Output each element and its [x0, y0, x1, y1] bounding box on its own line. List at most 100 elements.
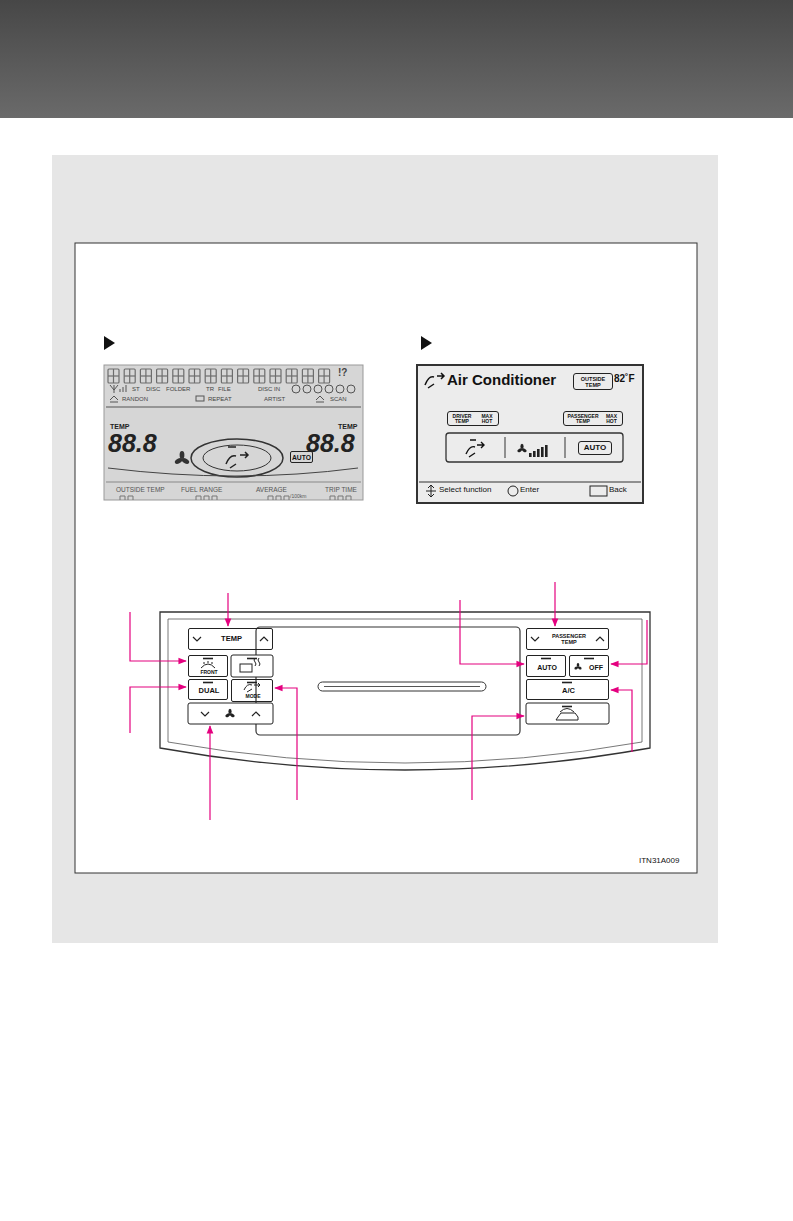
segment-digit [254, 369, 265, 383]
lcd-text: OUTSIDE TEMP [116, 486, 165, 493]
leader-arrow [275, 688, 297, 800]
control-bezel [160, 612, 650, 770]
back-icon [590, 486, 607, 496]
small-digit [338, 496, 343, 500]
fan-blade [174, 457, 183, 465]
segment-bar [259, 369, 260, 383]
lcd-text: DISC IN [258, 386, 280, 393]
mode-icon [466, 440, 484, 457]
fan-level-bar [533, 451, 536, 457]
indicator-lamp [203, 658, 213, 660]
indicator-lamp [584, 658, 594, 660]
button-label: TEMP [209, 635, 254, 643]
button-label: PASSENGER TEMP [549, 633, 589, 645]
lcd-text: /100km [290, 494, 306, 500]
screen-text: Select function [439, 486, 491, 495]
display-window [256, 627, 520, 735]
curved-divider [108, 468, 358, 476]
small-digit [212, 496, 217, 500]
segment-bar [307, 369, 308, 383]
mode-ring-inner [203, 445, 271, 471]
fan-blade [574, 666, 579, 670]
function-bar [446, 433, 623, 462]
disc-icon [314, 385, 322, 393]
fan-icon [225, 709, 236, 718]
segment-digit [140, 369, 151, 383]
fan-blade [577, 666, 582, 670]
control-button: PASSENGER TEMPMAX HOT [563, 411, 623, 426]
leader-arrow [611, 620, 647, 664]
function-divider [565, 437, 566, 458]
status-divider [419, 481, 641, 482]
fan-blade [180, 451, 185, 459]
segment-digit [108, 369, 119, 383]
button-label: OUTSIDE TEMP [575, 376, 611, 388]
control-button: AUTO [526, 655, 566, 677]
fan-icon [174, 451, 190, 465]
fan-blade [181, 457, 190, 465]
signal-icon [110, 385, 126, 393]
small-digit [268, 496, 273, 500]
fan-blade [521, 448, 527, 453]
small-segment-row [120, 496, 351, 500]
divider-line [106, 482, 361, 483]
disc-icon [325, 385, 333, 393]
leader-arrow [611, 690, 632, 752]
disc-icon [347, 385, 355, 393]
lcd-text: 88.8 [306, 430, 355, 458]
control-button: OUTSIDE TEMP [573, 373, 613, 390]
slot-line [324, 686, 480, 687]
screen-text: Back [609, 486, 627, 495]
button-label: MODE [234, 694, 272, 700]
fan-icon [574, 663, 582, 670]
control-button: MODE [231, 679, 273, 702]
fan-blade [229, 713, 235, 718]
leader-arrow [209, 726, 210, 820]
mode-icon [226, 447, 248, 468]
bullet-triangle [104, 336, 115, 350]
rear-defrost-icon [240, 664, 252, 672]
segment-bar [129, 369, 130, 383]
leader-arrow [472, 716, 524, 800]
fan-blade [577, 663, 580, 667]
segment-digit [221, 369, 232, 383]
segment-row [108, 369, 330, 383]
figure-code: ITN31A009 [639, 857, 679, 866]
lcd-screen [104, 365, 363, 500]
small-digit [346, 496, 351, 500]
lcd-text: TR [206, 386, 214, 393]
segment-digit [173, 369, 184, 383]
fan-level-bar [541, 447, 544, 457]
lcd-text: ARTIST [264, 396, 285, 403]
disc-slot [318, 682, 486, 691]
segment-digit [205, 369, 216, 383]
fan-speed-button [188, 703, 273, 724]
disc-icon [336, 385, 344, 393]
segment-bar [145, 369, 146, 383]
grey-panel [52, 155, 718, 943]
disc-icon [292, 385, 300, 393]
button-sublabel: MAX HOT [601, 414, 622, 425]
segment-bar [113, 369, 114, 383]
button-label: AUTO [580, 444, 610, 453]
divider-line [106, 407, 361, 408]
button-label: OFF [584, 664, 608, 672]
indicator-lamp [203, 682, 213, 684]
segment-bar [194, 369, 195, 383]
lcd-text: FUEL RANGE [181, 486, 222, 493]
joystick-icon [426, 485, 436, 497]
lcd-text: 88.8 [108, 430, 157, 458]
lcd-text: FILE [218, 386, 231, 393]
up-chevron [596, 637, 604, 641]
segment-bar [226, 369, 227, 383]
segment-digit [189, 369, 200, 383]
segment-digit [157, 369, 168, 383]
fan-blade [225, 713, 231, 718]
leader-arrow [460, 600, 524, 664]
random-icon [110, 396, 118, 402]
small-digit [276, 496, 281, 500]
control-button: OFF [569, 655, 609, 677]
button-label: DRIVER TEMP [450, 414, 474, 425]
lcd-text: FOLDER [166, 386, 190, 393]
